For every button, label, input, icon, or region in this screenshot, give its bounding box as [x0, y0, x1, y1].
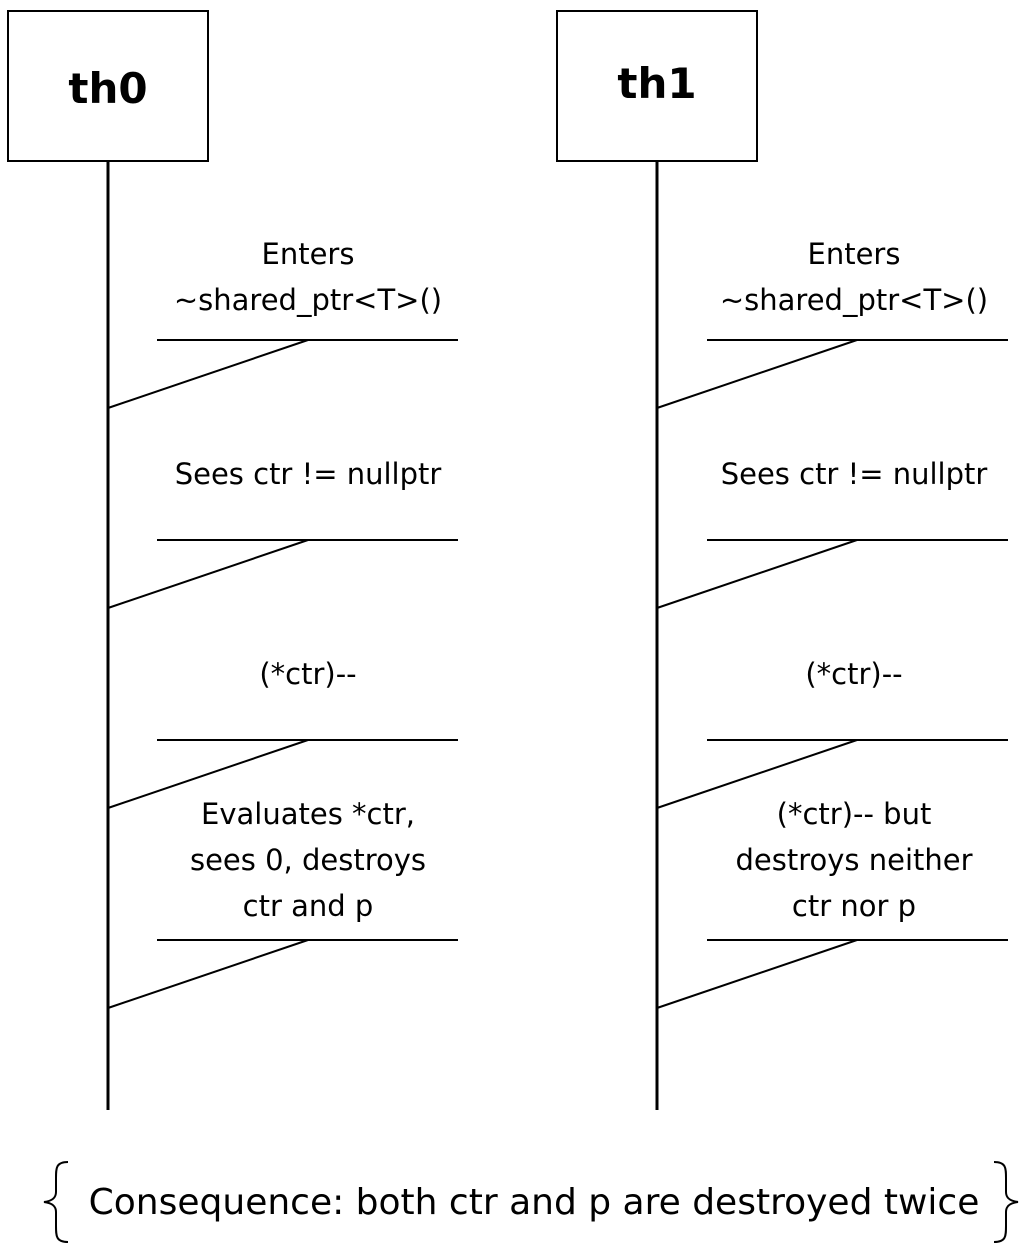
thread-th1: th1 Enters ~shared_ptr<T>() Sees ctr != …: [556, 10, 1008, 1110]
th0-step-3: (*ctr)--: [107, 657, 458, 809]
th1-step-2-line-1: Sees ctr != nullptr: [721, 457, 988, 491]
thread-th0-box: [7, 10, 209, 162]
th0-step-1-line-1: Enters: [262, 237, 355, 271]
th1-step-3-arrow: [656, 739, 858, 809]
th1-step-2-arrow: [656, 539, 858, 609]
th1-step-1-line-1: Enters: [808, 237, 901, 271]
th0-step-4-line-2: sees 0, destroys: [190, 843, 426, 877]
thread-th0: th0 Enters ~shared_ptr<T>() Sees ctr != …: [7, 10, 458, 1110]
thread-th1-title: th1: [617, 59, 696, 108]
thread-th0-title: th0: [68, 64, 147, 113]
th1-step-4-line-1: (*ctr)-- but: [777, 797, 932, 831]
th1-step-1: Enters ~shared_ptr<T>(): [656, 237, 1008, 409]
th0-step-4-arrow: [107, 939, 309, 1009]
left-brace: [43, 1161, 69, 1243]
th0-step-4: Evaluates *ctr, sees 0, destroys ctr and…: [107, 797, 458, 1009]
th1-step-4-line-2: destroys neither: [735, 843, 972, 877]
th0-step-1-line-2: ~shared_ptr<T>(): [174, 283, 442, 317]
th0-step-4-line-1: Evaluates *ctr,: [201, 797, 415, 831]
thread-th1-box: [556, 10, 758, 162]
th1-step-1-arrow: [656, 339, 858, 409]
th0-step-3-line-1: (*ctr)--: [259, 657, 356, 691]
th0-step-2: Sees ctr != nullptr: [107, 457, 458, 609]
th1-step-2: Sees ctr != nullptr: [656, 457, 1008, 609]
th0-step-2-line-1: Sees ctr != nullptr: [175, 457, 442, 491]
th1-step-3: (*ctr)--: [656, 657, 1008, 809]
consequence-note: Consequence: both ctr and p are destroye…: [43, 1161, 1019, 1243]
consequence-text: Consequence: both ctr and p are destroye…: [89, 1182, 980, 1223]
th1-step-4-arrow: [656, 939, 858, 1009]
th1-step-4: (*ctr)-- but destroys neither ctr nor p: [656, 797, 1008, 1009]
th0-step-4-line-3: ctr and p: [243, 889, 374, 923]
th1-step-1-line-2: ~shared_ptr<T>(): [720, 283, 988, 317]
th0-step-3-arrow: [107, 739, 309, 809]
th0-step-1: Enters ~shared_ptr<T>(): [107, 237, 458, 409]
th1-step-4-line-3: ctr nor p: [792, 889, 916, 923]
right-brace: [993, 1161, 1019, 1243]
th1-step-3-line-1: (*ctr)--: [805, 657, 902, 691]
th0-step-1-arrow: [107, 339, 309, 409]
th0-step-2-arrow: [107, 539, 309, 609]
